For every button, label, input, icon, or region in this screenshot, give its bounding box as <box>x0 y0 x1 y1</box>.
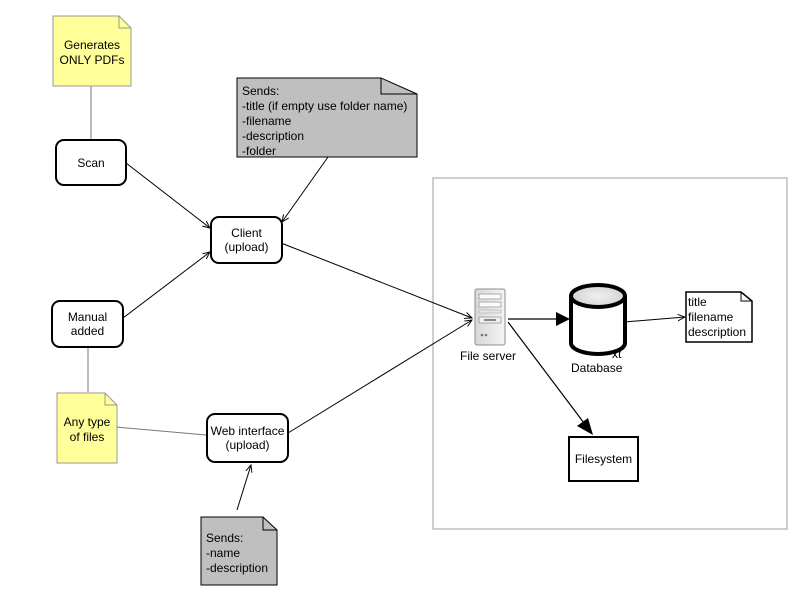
label-file-server: File server <box>460 349 517 363</box>
node-client-upload[interactable]: Client (upload) <box>210 216 283 264</box>
arrow-note-client <box>282 156 329 222</box>
arrow-server-filesystem-head <box>577 418 593 435</box>
note-web-sends-text: Sends: -name -description <box>206 531 269 575</box>
label-database-partial: xt <box>612 347 622 361</box>
note-pdfs-shape <box>52 15 132 87</box>
note-db-fields: title filename description <box>685 291 753 343</box>
arrow-scan-client <box>125 162 210 228</box>
node-web-interface[interactable]: Web interface (upload) <box>206 413 289 463</box>
arrow-client-server <box>280 242 472 318</box>
note-db-fields-text: title filename description <box>688 295 747 339</box>
connector-anytype-web <box>115 426 207 436</box>
arrow-note-web <box>236 465 251 511</box>
note-db-fields-shape <box>685 291 753 343</box>
server-group-frame <box>432 177 788 530</box>
note-client-sends-text: Sends: -title (if empty use folder name)… <box>242 84 408 158</box>
node-manual-added[interactable]: Manual added <box>51 300 124 348</box>
note-web-sends: Sends: -name -description <box>200 516 278 586</box>
node-scan-label: Scan <box>77 155 105 170</box>
server-icon <box>474 288 506 346</box>
arrow-server-database-head <box>556 312 570 326</box>
arrow-manual-client <box>122 252 210 319</box>
arrow-server-filesystem <box>507 321 585 424</box>
label-database: Database <box>571 361 623 375</box>
note-client-sends: Sends: -title (if empty use folder name)… <box>236 77 436 158</box>
note-web-sends-shape <box>200 516 278 586</box>
node-filesystem[interactable]: Filesystem <box>568 436 639 482</box>
note-client-sends-shape <box>236 77 418 158</box>
note-anytype-text: Any type of files <box>63 415 111 444</box>
node-web-interface-label: Web interface (upload) <box>210 424 285 452</box>
node-filesystem-label: Filesystem <box>574 452 633 466</box>
note-pdfs: Generates ONLY PDFs <box>52 15 132 87</box>
note-anytype-shape <box>56 392 118 464</box>
node-scan[interactable]: Scan <box>55 139 127 186</box>
arrow-web-server <box>287 320 472 434</box>
arrow-db-note <box>623 317 685 323</box>
note-pdfs-text: Generates ONLY PDFs <box>59 38 125 67</box>
note-anytype: Any type of files <box>56 392 118 464</box>
node-client-upload-label: Client (upload) <box>224 226 269 254</box>
node-manual-added-label: Manual added <box>67 310 108 338</box>
database-cylinder-icon <box>569 283 627 356</box>
